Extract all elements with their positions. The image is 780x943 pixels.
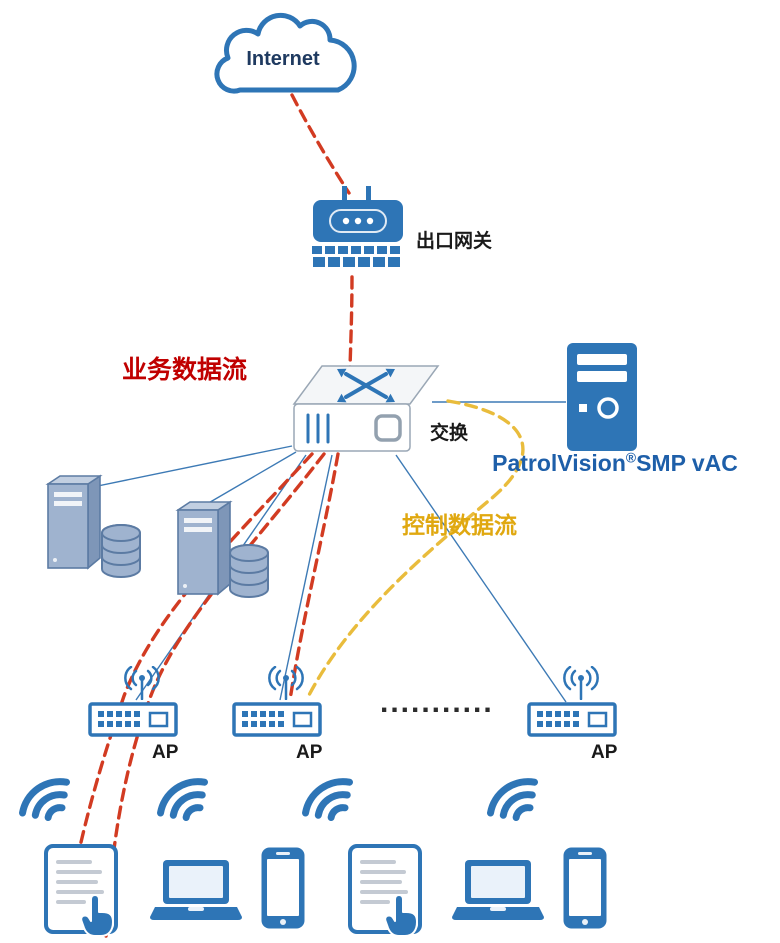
control-flow-line-vac-ap2 [306,399,525,699]
business-flow-line-switch-ap1-client-2 [62,452,314,932]
ap-icon [88,702,178,737]
ap1-device [88,700,178,738]
wifi-signal-icon [483,762,546,828]
wifi-signal-icon [298,762,361,828]
hand-cursor-icon [80,892,116,938]
ap1-antenna [122,665,162,701]
laptop-icon [452,860,544,920]
link-switch-server1 [87,445,293,489]
link-switch-ap3 [395,454,567,703]
business-flow-line-switch-ap1-client [104,452,326,938]
vac-registered-mark: ® [625,450,637,466]
ap3-device [527,700,617,738]
wifi-signal-icon [15,762,78,828]
business-flow-line-switch-ap2 [288,452,340,702]
antenna-icon [124,665,160,701]
business-flow-line-gateway-switch [348,275,354,369]
database-2 [226,542,272,600]
ap3-antenna [561,665,601,701]
business-flow-line-internet-gateway [290,93,351,195]
server-icon [45,474,103,570]
database-1 [98,522,144,580]
vac-server-icon [567,343,637,451]
link-switch-server2 [199,451,297,509]
gateway-label: 出口网关 [416,231,493,252]
database-icon [101,524,141,578]
ap2-device [232,700,322,738]
switch-label: 交换 [430,423,469,444]
phone-icon [563,847,607,929]
server-2 [172,500,234,596]
vac-product: SMP vAC [636,450,738,476]
laptop-device [150,860,242,922]
laptop-icon [150,860,242,920]
switch-device [290,358,440,453]
ap1-label: AP [152,742,179,763]
database-icon [229,544,269,598]
server-1 [42,474,104,570]
vac-brand: PatrolVision [492,450,626,476]
ap2-label: AP [296,742,323,763]
antenna-icon [268,665,304,701]
ap-icon [527,702,617,737]
link-switch-ap2 [279,454,333,701]
vac-label: PatrolVision®SMP vAC [455,450,775,477]
wifi-signal-icon [153,762,216,828]
phone-icon [261,847,305,929]
phone-device [260,846,306,930]
laptop-device [452,860,544,922]
control-flow-label: 控制数据流 [402,512,517,538]
switch-icon [292,365,440,452]
server-icon [175,500,233,596]
hand-cursor-icon [384,892,420,938]
ellipsis-label: ........... [380,686,494,719]
internet-label: Internet [246,48,320,70]
ap3-label: AP [591,742,618,763]
ap-icon [232,702,322,737]
internet-cloud: Internet [208,6,358,106]
vac-server [566,342,638,452]
business-flow-label: 业务数据流 [122,356,248,384]
ap2-antenna [266,665,306,701]
internet-cloud-icon [214,12,357,94]
antenna-icon [563,665,599,701]
gateway-device [308,184,408,280]
phone-device [562,846,608,930]
gateway-icon [312,186,403,267]
